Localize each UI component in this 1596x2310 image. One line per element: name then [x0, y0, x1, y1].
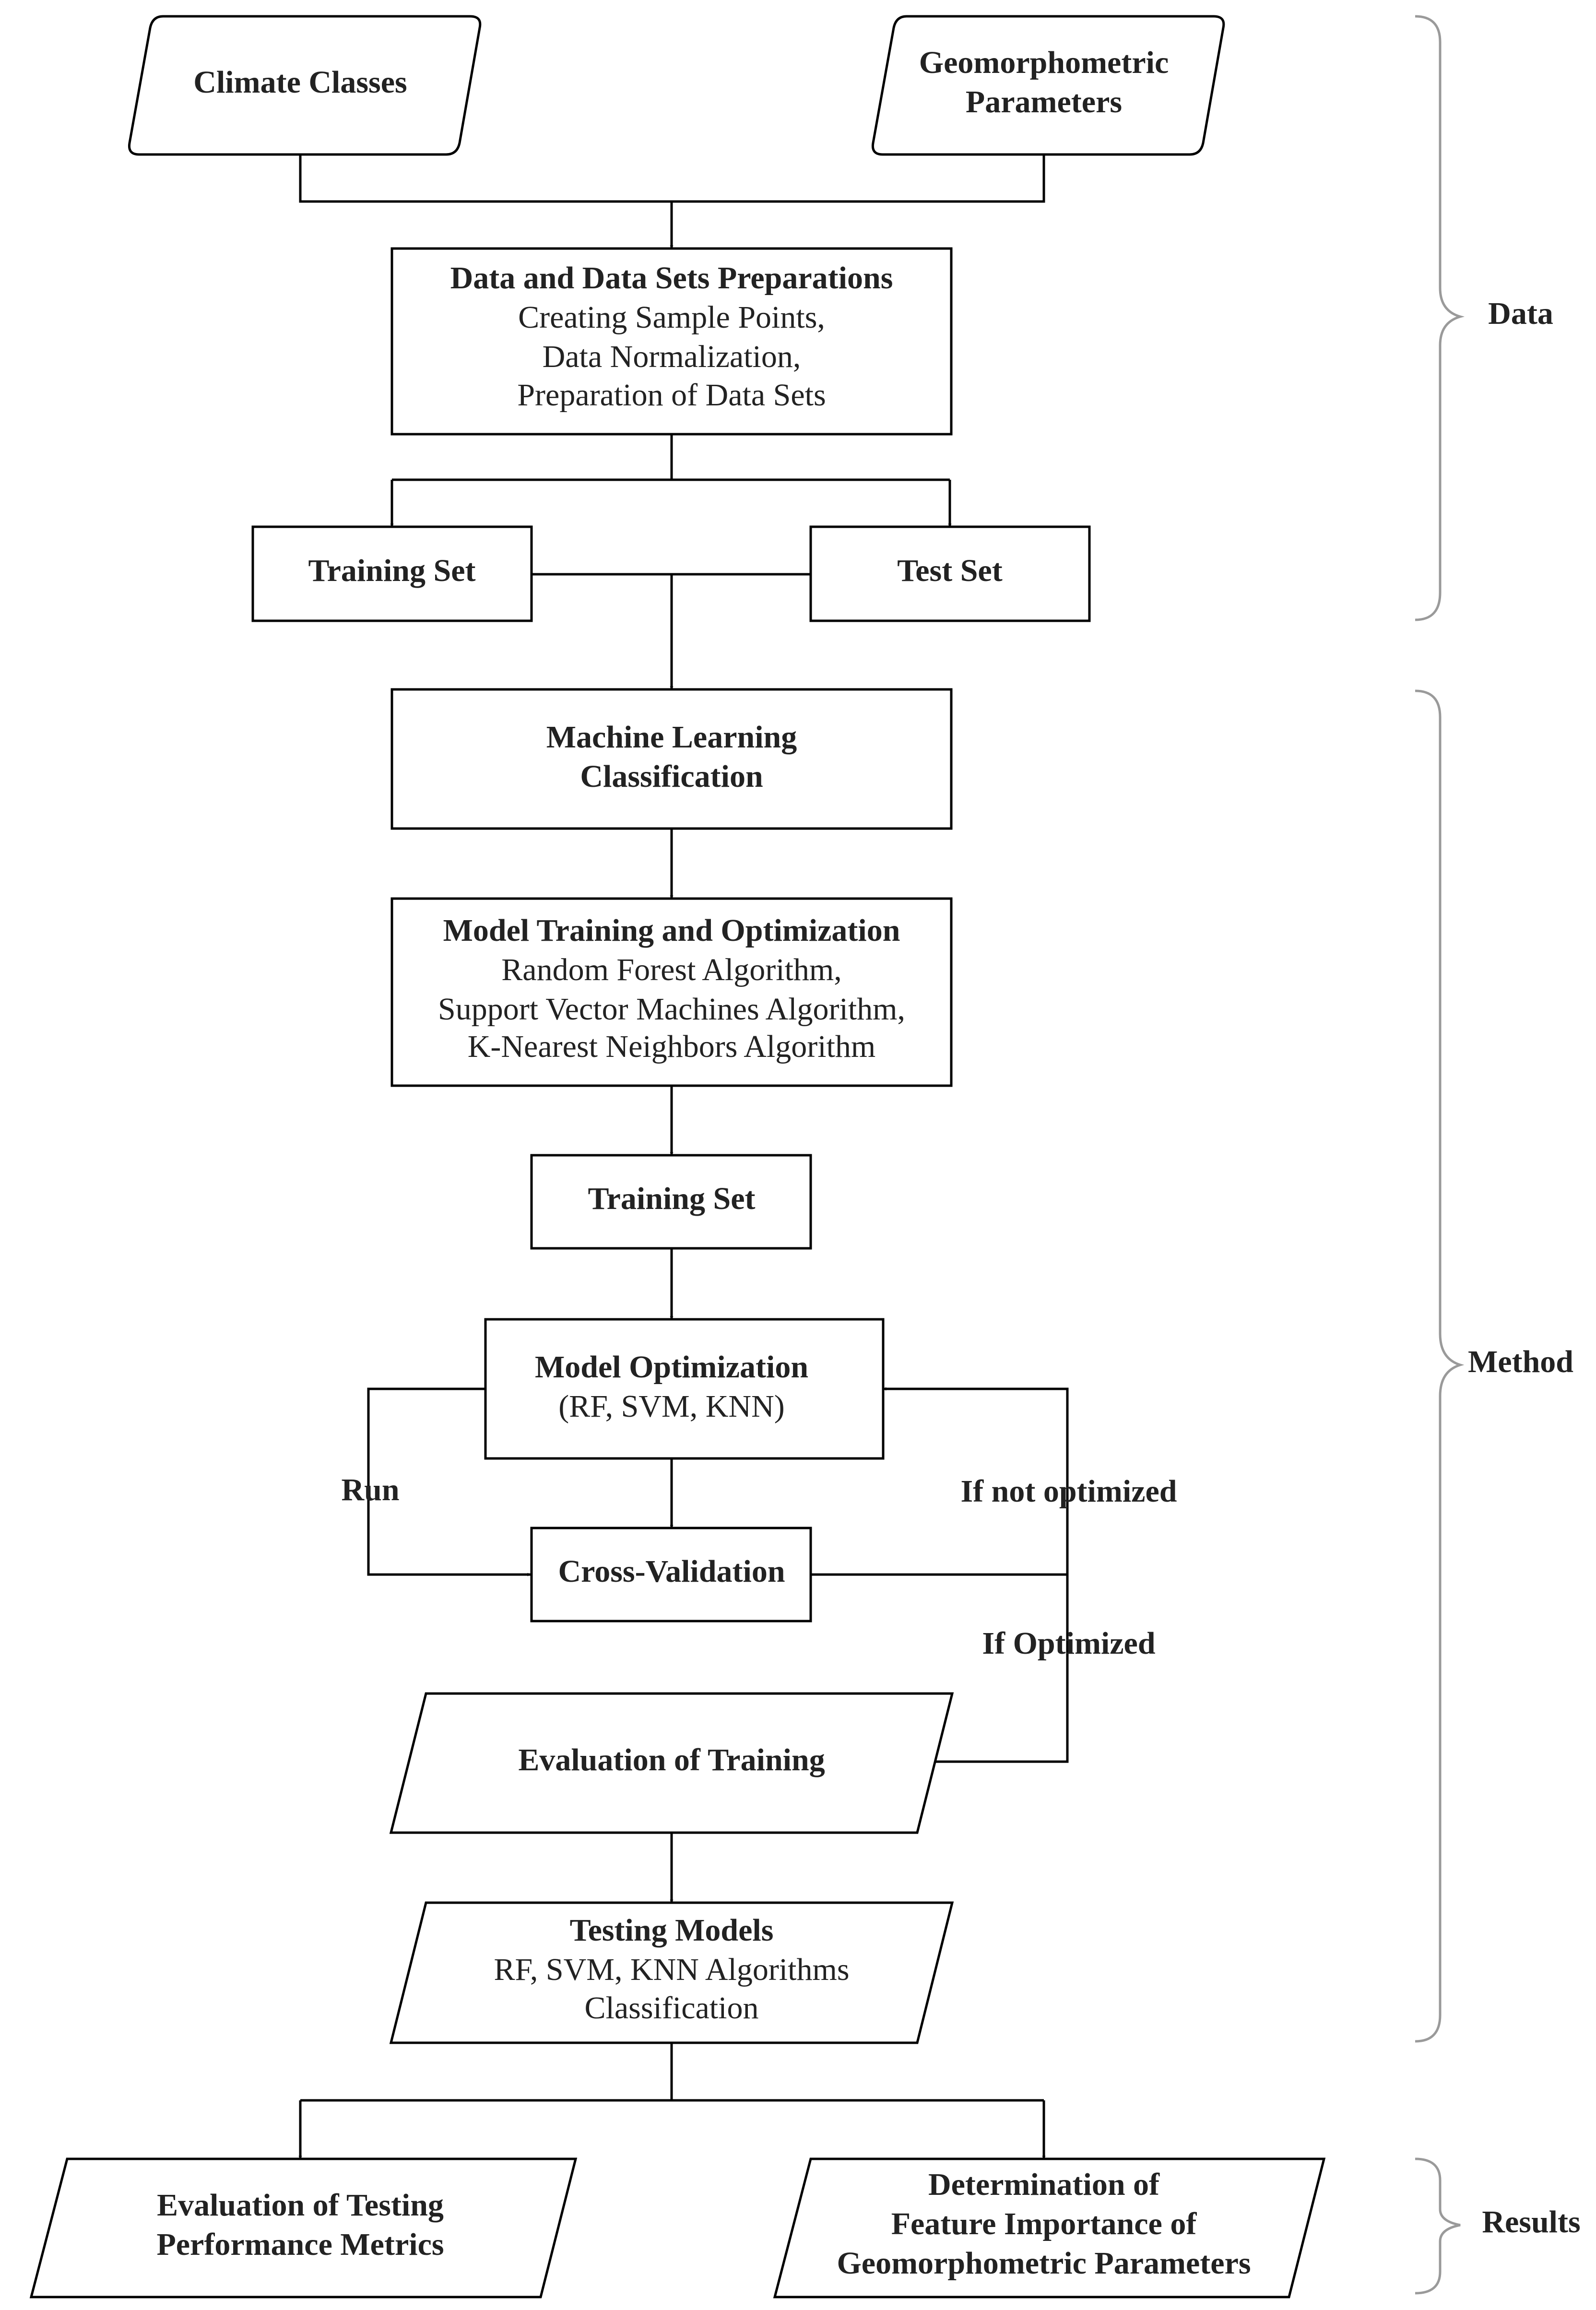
node-title: Model Training and Optimization	[443, 913, 900, 948]
node-label: Cross-Validation	[558, 1554, 785, 1589]
edge-label-run: Run	[341, 1472, 399, 1507]
node-line-2: Data Normalization,	[543, 339, 801, 374]
testing-models-node: Testing Models RF, SVM, KNN Algorithms C…	[389, 1901, 954, 2044]
feature-importance-node: Determination of Feature Importance of G…	[773, 2157, 1326, 2298]
evaluation-training-node: Evaluation of Training	[389, 1692, 954, 1834]
model-optimization-node: Model Optimization (RF, SVM, KNN)	[484, 1318, 885, 1460]
evaluation-testing-node: Evaluation of Testing Performance Metric…	[29, 2157, 578, 2298]
node-label-line-2: Parameters	[966, 84, 1122, 119]
results-brace	[1415, 2157, 1461, 2295]
node-title: Testing Models	[570, 1913, 774, 1948]
node-label-line-1: Machine Learning	[546, 720, 797, 755]
cross-validation-node: Cross-Validation	[530, 1527, 812, 1623]
node-line-1: (RF, SVM, KNN)	[558, 1389, 784, 1424]
geomorphometric-parameters-node: Geomorphometric Parameters	[871, 15, 1225, 156]
section-label: Results	[1482, 2204, 1580, 2239]
node-title: Data and Data Sets Preparations	[450, 261, 893, 296]
node-label-line-3: Geomorphometric Parameters	[837, 2246, 1251, 2281]
training-set-mid-node: Training Set	[530, 1154, 812, 1250]
data-brace	[1415, 15, 1465, 621]
node-label-line-1: Determination of	[928, 2167, 1160, 2202]
node-line-1: Creating Sample Points,	[518, 300, 825, 335]
section-label: Method	[1468, 1344, 1573, 1379]
climate-classes-node: Climate Classes	[128, 15, 482, 156]
node-label-line-1: Evaluation of Testing	[157, 2188, 444, 2223]
node-label: Climate Classes	[193, 65, 407, 100]
section-results: Results	[1415, 2157, 1581, 2295]
node-label: Training Set	[588, 1181, 756, 1216]
section-method: Method	[1415, 689, 1573, 2043]
node-label: Evaluation of Training	[518, 1742, 825, 1777]
node-title: Model Optimization	[535, 1350, 808, 1385]
training-set-top-node: Training Set	[251, 525, 533, 622]
edge-geomorph-merge	[672, 154, 1045, 203]
edge-if-optimized	[929, 1575, 1069, 1764]
edge-label-if-optimized: If Optimized	[982, 1626, 1155, 1661]
ml-classification-node: Machine Learning Classification	[390, 688, 953, 830]
edge-climate-merge	[299, 154, 672, 203]
edge-if-not-optimized	[883, 1387, 1069, 1575]
edge-results-split	[300, 2043, 673, 2102]
edge-run-loop	[367, 1387, 531, 1576]
node-label: Test Set	[897, 553, 1002, 588]
edge-prep-split	[392, 434, 673, 481]
section-data: Data	[1415, 15, 1553, 621]
connectors	[298, 154, 1069, 2159]
node-label-line-2: Performance Metrics	[156, 2227, 444, 2262]
edge-label-if-not-optimized: If not optimized	[961, 1474, 1177, 1509]
node-line-1: RF, SVM, KNN Algorithms	[494, 1952, 849, 1987]
section-label: Data	[1488, 296, 1553, 331]
node-line-3: K-Nearest Neighbors Algorithm	[468, 1029, 876, 1064]
node-line-3: Preparation of Data Sets	[517, 378, 826, 413]
node-label: Training Set	[308, 553, 476, 588]
test-set-node: Test Set	[809, 525, 1091, 622]
node-label-line-2: Classification	[580, 759, 763, 794]
node-line-1: Random Forest Algorithm,	[501, 952, 842, 987]
node-label-line-2: Feature Importance of	[891, 2206, 1197, 2241]
node-label-line-1: Geomorphometric	[919, 45, 1169, 80]
data-preparation-node: Data and Data Sets Preparations Creating…	[390, 247, 953, 436]
node-line-2: Classification	[585, 1990, 759, 2026]
method-brace	[1415, 689, 1465, 2043]
node-line-2: Support Vector Machines Algorithm,	[438, 992, 905, 1027]
model-training-node: Model Training and Optimization Random F…	[390, 897, 953, 1087]
